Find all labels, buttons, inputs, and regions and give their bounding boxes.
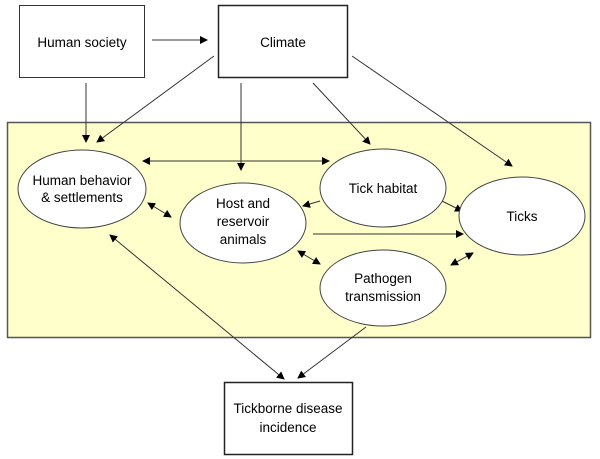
node-label: Tickborne disease [233,401,342,416]
node-label: Ticks [507,209,538,224]
node-label: Human behavior [32,173,132,188]
node-label: Host and [216,196,270,211]
node-climate: Climate [217,4,349,79]
node-label: Tick habitat [349,181,418,196]
node-label: Pathogen [354,271,412,286]
node-label: Human society [37,35,127,50]
edge-tickhabitat-ticks [441,200,463,212]
node-ticks: Ticks [458,176,586,256]
node-human-society: Human society [19,5,145,78]
edge-tickhabitat-host [302,200,321,208]
node-pathogen: Pathogen transmission [319,249,447,327]
edge-behavior-incidence [109,234,285,380]
edge-climate-tickhabitat [312,82,371,145]
node-label: incidence [259,420,316,435]
node-label: reservoir [217,214,270,229]
node-label: animals [220,232,267,247]
edge-pathogen-incidence [297,326,367,379]
node-tick-habitat: Tick habitat [319,148,447,228]
node-incidence: Tickborne disease incidence [223,381,354,456]
node-label: transmission [345,289,421,304]
node-host-reservoir: Host and reservoir animals [179,182,307,264]
node-human-behavior: Human behavior & settlements [17,149,147,229]
edge-ticks-pathogen [450,252,474,266]
node-label: & settlements [41,190,123,205]
edge-climate-ticks [351,55,513,167]
node-label: Climate [260,35,306,50]
edge-host-pathogen [297,250,321,265]
edge-behavior-host [147,202,172,218]
edge-climate-behavior [96,55,215,143]
